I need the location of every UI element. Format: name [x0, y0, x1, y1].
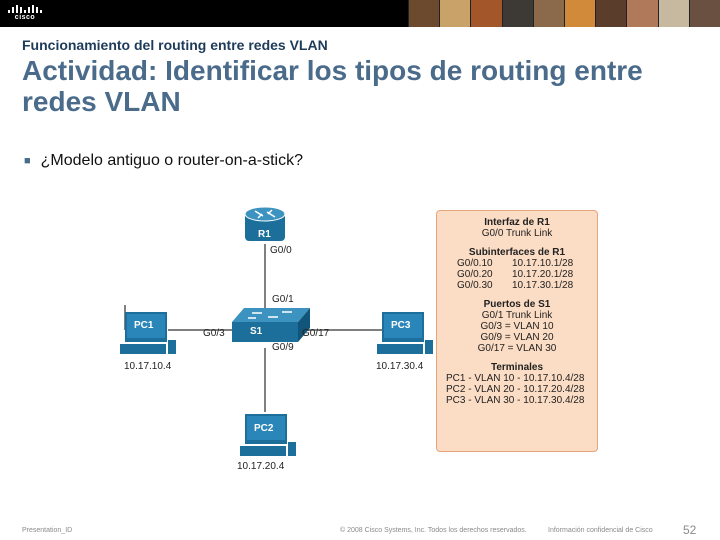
pc-icon [120, 312, 176, 354]
s1-port-line: G0/3 = VLAN 10 [480, 321, 554, 332]
footer-presentation-id: Presentation_ID [22, 527, 73, 534]
top-banner: cisco [0, 0, 720, 27]
subinterface-row: G0/0.20 10.17.20.1/28 [457, 269, 597, 280]
switch-port-right-label: G0/17 [302, 328, 330, 339]
pc1-ip-label: 10.17.10.4 [124, 361, 172, 372]
router-label: R1 [258, 229, 271, 240]
r1-interface-text: G0/0 Trunk Link [481, 228, 553, 239]
pc2-ip-label: 10.17.20.4 [237, 461, 285, 472]
footer-copyright: © 2008 Cisco Systems, Inc. Todos los der… [340, 527, 527, 534]
subinterface-row: G0/0.10 10.17.10.1/28 [457, 258, 597, 269]
subinterface-row: G0/0.30 10.17.30.1/28 [457, 280, 597, 291]
router-icon [244, 206, 286, 241]
r1-interface-heading: Interfaz de R1 [484, 217, 550, 228]
page-number: 52 [683, 523, 697, 537]
subinterface-address: 10.17.20.1/28 [512, 269, 574, 280]
terminals-heading: Terminales [490, 362, 544, 373]
subinterface-name: G0/0.30 [457, 280, 493, 291]
router-port-label: G0/0 [270, 245, 292, 256]
logo-text: cisco [14, 14, 36, 21]
section-subtitle: Funcionamiento del routing entre redes V… [22, 37, 328, 53]
subinterface-name: G0/0.10 [457, 258, 493, 269]
subinterface-address: 10.17.30.1/28 [512, 280, 574, 291]
banner-photos [408, 0, 720, 27]
subinterface-name: G0/0.20 [457, 269, 493, 280]
addressing-info-box: Interfaz de R1 G0/0 Trunk Link Subinterf… [436, 210, 598, 452]
terminal-line: PC1 - VLAN 10 - 10.17.10.4/28 [446, 373, 585, 384]
switch-label: S1 [250, 326, 263, 337]
subinterface-address: 10.17.10.1/28 [512, 258, 574, 269]
s1-port-line: G0/9 = VLAN 20 [480, 332, 554, 343]
pc-icon [240, 414, 296, 456]
bullet-item: ■ ¿Modelo antiguo o router-on-a-stick? [24, 152, 303, 170]
pc3-ip-label: 10.17.30.4 [376, 361, 424, 372]
switch-icon [232, 308, 310, 342]
pc3-label: PC3 [391, 320, 411, 331]
s1-port-line: G0/1 Trunk Link [481, 310, 553, 321]
bullet-text: ¿Modelo antiguo o router-on-a-stick? [40, 152, 304, 169]
subinterfaces-heading: Subinterfaces de R1 [468, 247, 566, 258]
page-title: Actividad: Identificar los tipos de rout… [22, 55, 643, 117]
pc2-label: PC2 [254, 423, 274, 434]
pc1-label: PC1 [134, 320, 154, 331]
s1-port-line: G0/17 = VLAN 30 [477, 343, 557, 354]
pc-icon [377, 312, 433, 354]
terminal-line: PC2 - VLAN 20 - 10.17.20.4/28 [446, 384, 585, 395]
switch-port-up-label: G0/1 [272, 294, 294, 305]
s1-ports-heading: Puertos de S1 [483, 299, 551, 310]
terminal-line: PC3 - VLAN 30 - 10.17.30.4/28 [446, 395, 585, 406]
switch-port-left-label: G0/3 [203, 328, 225, 339]
cisco-logo: cisco [8, 5, 42, 23]
switch-port-down-label: G0/9 [272, 342, 294, 353]
bullet-marker: ■ [24, 155, 31, 167]
footer-confidential: Información confidencial de Cisco [548, 527, 653, 534]
